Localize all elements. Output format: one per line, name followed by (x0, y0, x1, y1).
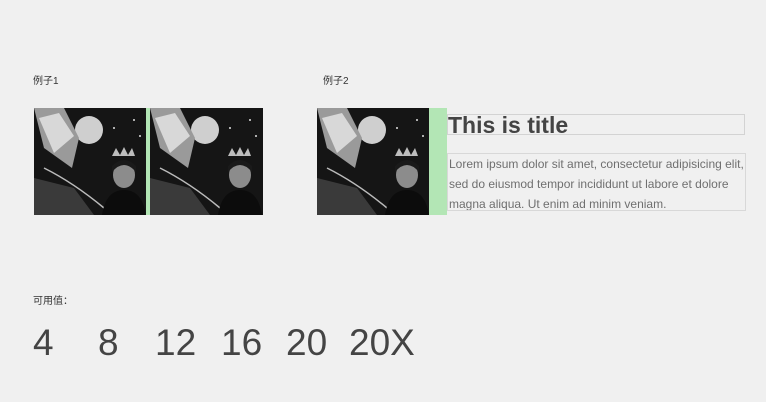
card-description: Lorem ipsum dolor sit amet, consectetur … (447, 153, 746, 211)
example1-photo-right (150, 108, 263, 215)
value-item: 20X (349, 322, 415, 363)
example1-gap-highlight (146, 108, 150, 215)
card-title: This is title (447, 114, 745, 137)
available-values-label: 可用值： (33, 296, 73, 307)
value-item: 4 (33, 322, 54, 363)
value-item: 16 (221, 322, 263, 363)
example2-photo (317, 108, 429, 215)
value-item: 20 (286, 322, 328, 363)
value-item: 8 (98, 322, 119, 363)
example1-photo-left (34, 108, 146, 215)
example2-label: 例子2 (323, 76, 349, 87)
available-values-list: 4 8 12 16 20 20X (33, 323, 415, 363)
example2-gap-highlight (429, 108, 447, 215)
value-item: 12 (155, 322, 197, 363)
example1-label: 例子1 (33, 76, 59, 87)
